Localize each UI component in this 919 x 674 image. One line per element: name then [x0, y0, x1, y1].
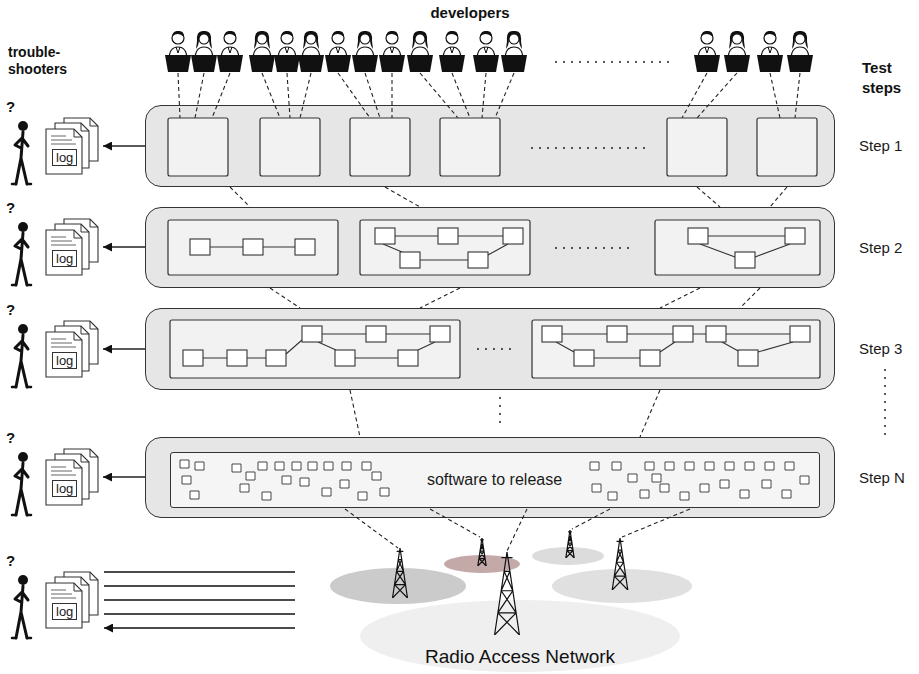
coverage-area [330, 568, 466, 604]
developer-icon [473, 31, 499, 72]
release-box: software to release [170, 452, 820, 508]
ellipsis-dots [499, 398, 501, 426]
log-label: log [52, 149, 77, 166]
log-label: log [52, 603, 77, 620]
group-heading: trouble- shooters [8, 44, 80, 78]
integration-line [385, 187, 420, 207]
developer-icon [325, 31, 351, 72]
log-arrow [103, 145, 145, 147]
log-file: log [44, 448, 102, 506]
question-mark: ? [6, 430, 20, 446]
integration-line [350, 390, 360, 437]
question-mark: ? [6, 302, 20, 318]
developer-icon [757, 31, 783, 72]
developer-icon [501, 31, 527, 72]
ellipsis-dots [556, 61, 670, 63]
group-heading: developers [400, 3, 540, 22]
log-stacks [46, 118, 98, 628]
integration-line [270, 288, 300, 308]
log-arrow [103, 476, 145, 478]
developer-icon [439, 31, 465, 72]
coverage-area [532, 547, 604, 565]
question-mark: ? [6, 99, 20, 115]
test-step-band: Step 1 [145, 105, 835, 187]
developer-icon [249, 31, 275, 72]
troubleshooter-figure [12, 222, 31, 285]
test-step-band: Step Nsoftware to release [145, 437, 835, 518]
troubleshooter-figure [12, 452, 31, 515]
test-step-band: Step 2 [145, 207, 835, 288]
step-label: Step N [859, 469, 905, 487]
radio-tower [566, 530, 574, 558]
log-label: log [52, 250, 77, 267]
log-label: log [52, 480, 77, 497]
radio-tower [393, 548, 408, 598]
developer-icon [787, 31, 813, 72]
integration-line [697, 187, 720, 207]
developer-icon [165, 31, 191, 72]
log-arrow [103, 246, 145, 248]
radio-tower [612, 538, 628, 590]
developer-icon [724, 31, 750, 72]
log-label: log [52, 352, 77, 369]
log-file: log [44, 218, 102, 276]
log-file: log [44, 117, 102, 175]
developer-icon [352, 31, 378, 72]
developer-icon [379, 31, 405, 72]
developer-icon [191, 31, 217, 72]
field-log-arrows [104, 572, 295, 628]
group-heading: Test steps [862, 58, 916, 98]
developer-icon [274, 31, 300, 72]
question-mark: ? [6, 553, 20, 569]
troubleshooter-figure [12, 121, 31, 184]
integration-line [420, 288, 460, 308]
log-stack [46, 572, 98, 628]
coverage-area [444, 555, 520, 573]
log-stack [46, 321, 98, 377]
integration-line [740, 288, 760, 308]
integration-line [770, 187, 787, 207]
ellipsis-dots [884, 370, 886, 442]
integration-line [640, 390, 660, 437]
developer-icon [217, 31, 243, 72]
coverage-area [552, 569, 692, 603]
test-step-band: Step 3 [145, 308, 835, 390]
troubleshooter-figure [12, 575, 31, 638]
log-arrow [103, 348, 145, 350]
question-mark: ? [6, 200, 20, 216]
step-label: Step 3 [859, 340, 902, 358]
radio-tower [478, 538, 486, 566]
troubleshooter-figure [12, 324, 31, 387]
release-label: software to release [424, 470, 565, 490]
log-stack [46, 219, 98, 275]
log-file: log [44, 571, 102, 629]
step-label: Step 2 [859, 239, 902, 257]
developer-icon [407, 31, 433, 72]
developer-icon [298, 31, 324, 72]
step-label: Step 1 [859, 137, 902, 155]
network-name: Radio Access Network [330, 645, 710, 669]
developer-icon [694, 31, 720, 72]
integration-line [230, 187, 250, 207]
log-file: log [44, 320, 102, 378]
radio-tower [495, 552, 520, 635]
developer-icons [165, 31, 813, 72]
integration-line [660, 288, 700, 308]
log-stack [46, 118, 98, 174]
log-stack [46, 449, 98, 505]
